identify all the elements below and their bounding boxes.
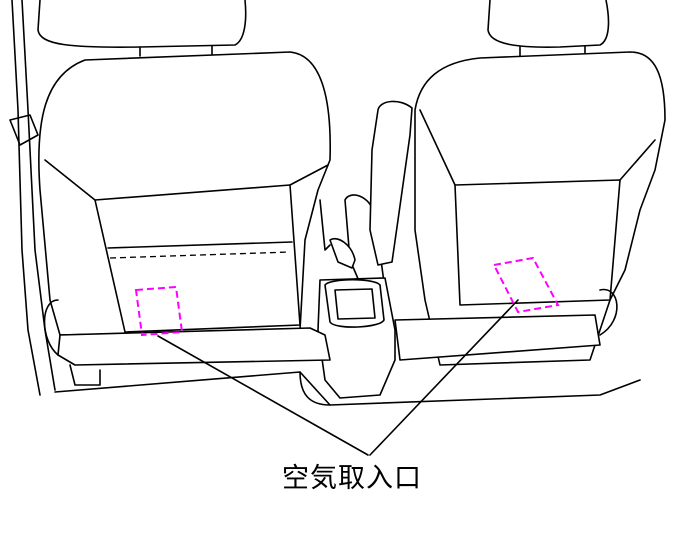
- armrest: [369, 100, 413, 266]
- air-intake-label: 空気取入口: [282, 463, 422, 494]
- right-air-intake: [492, 256, 560, 314]
- center-console: [317, 199, 396, 399]
- left-pillar: [9, 0, 56, 396]
- right-seat: [344, 0, 666, 366]
- leader-lines: [157, 299, 519, 456]
- left-air-intake: [134, 285, 184, 337]
- air-intake-markers: [134, 256, 560, 337]
- floor: [54, 371, 641, 406]
- left-seat: [37, 0, 332, 386]
